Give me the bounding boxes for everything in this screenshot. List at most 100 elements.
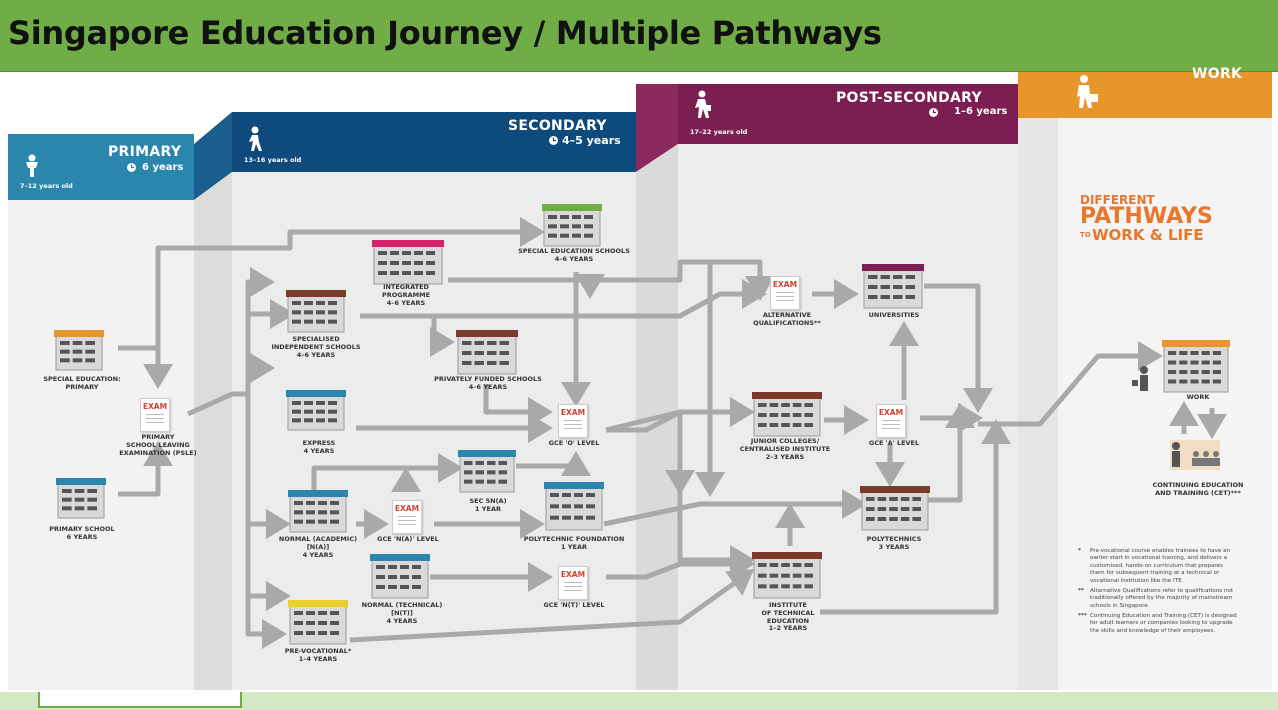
node-sec5na: SEC 5N(A) 1 YEAR [469,497,507,513]
primary-clock-icon [127,163,136,172]
cet-people-icon [1170,440,1220,470]
node-integrated: INTEGRATED PROGRAMME 4–6 YEARS [381,283,431,307]
node-work: WORK [1186,393,1210,401]
secondary-years: 4–5 years [562,134,621,147]
arrow-private-to-o [483,384,553,427]
node-psle: PRIMARY SCHOOL LEAVING EXAMINATION (PSLE… [119,433,197,457]
node-pre-vocational: PRE-VOCATIONAL* 1–4 YEARS [284,647,352,663]
worker-with-briefcase-icon [1077,75,1098,108]
arrow-integrated-to-uni [448,259,775,301]
node-special-ed-schools: SPECIAL EDUCATION SCHOOLS 4–6 YEARS [518,247,630,263]
pathway-arrows [118,217,1227,649]
jc-building-icon [752,392,822,437]
footer-bar [0,692,1278,710]
arrow-secondary-to-prevoc [245,596,287,649]
work-city-icon [1162,340,1230,393]
exam-psle: EXAM [140,398,170,432]
node-gce-na: GCE 'N(A)' LEVEL [377,535,439,543]
node-universities: UNIVERSITIES [868,311,920,319]
normal-academic-building-icon [288,490,348,533]
node-jc: JUNIOR COLLEGES/ CENTRALISED INSTITUTE 2… [739,437,831,461]
node-polytechnics: POLYTECHNICS 3 YEARS [866,535,922,551]
post-secondary-label: POST-SECONDARY [836,90,982,106]
arrow-o-to-jc [606,397,755,433]
side-title-work-life: WORK & LIFE [1092,226,1204,244]
buildings-layer [54,204,1230,645]
post-secondary-band: POST-SECONDARY 1–6 years 17–22 years old [678,84,1018,144]
footnotes: *Pre-vocational course enables trainees … [1078,548,1238,638]
poly-foundation-building-icon [544,482,604,531]
special-ed-schools-building-icon [542,204,602,247]
primary-school-building-icon [56,478,106,519]
specialised-building-icon [286,290,346,333]
node-gce-nt: GCE 'N(T)' LEVEL [543,601,605,609]
arrow-specialised-to-uni [360,279,767,319]
secondary-label: SECONDARY [508,118,607,134]
worker-icon [1132,366,1148,391]
footnote: ***Continuing Education and Training (CE… [1078,613,1237,634]
primary-age: 7–12 years old [20,182,73,190]
arrow-sec5-to-o [516,451,591,476]
node-specialised: SPECIALISED INDEPENDENT SCHOOLS 4–6 YEAR… [271,335,361,359]
page-title: Singapore Education Journey / Multiple P… [8,14,882,52]
footnote: **Alternative Qualifications refer to qu… [1078,587,1234,609]
secondary-clock-icon [549,136,558,145]
secondary-band: SECONDARY 4–5 years 13–16 years old [232,112,636,172]
primary-years: 6 years [142,162,184,173]
exam-alt-qual: EXAM [770,276,800,310]
footer-box [38,692,242,708]
arrow-prevoc-to-ite [349,569,755,643]
post-secondary-age: 17–22 years old [690,128,748,136]
prevoc-building-icon [288,600,348,645]
express-building-icon [286,390,346,431]
arrow-pf-to-poly [603,489,867,527]
node-special-ed-primary: SPECIAL EDUCATION: PRIMARY [43,375,121,391]
work-band: WORK [1058,66,1272,118]
exam-gce-nt: EXAM [558,566,588,600]
node-express: EXPRESS 4 YEARS [302,439,336,455]
polytechnics-building-icon [860,486,930,531]
ite-building-icon [752,552,822,599]
node-normal-technical: NORMAL (TECHNICAL) [N(T)] 4 YEARS [361,601,443,625]
primary-band: PRIMARY 6 years 7–12 years old [8,134,194,200]
arrow-ite-out [820,419,1011,615]
side-title-pathways: PATHWAYS [1080,204,1213,229]
footnote: *Pre-vocational course enables trainees … [1078,548,1231,584]
post-secondary-clock-icon [929,108,938,117]
private-building-icon [456,330,518,375]
node-privately-funded: PRIVATELY FUNDED SCHOOLS 4–6 YEARS [434,375,542,391]
walking-student-icon [249,126,262,151]
arrow-poly-out [928,403,975,503]
title-bar: Singapore Education Journey / Multiple P… [0,0,1278,72]
arrow-to-work [978,341,1163,427]
post-secondary-years: 1–6 years [954,106,1008,117]
node-alt-qual: ALTERNATIVE QUALIFICATIONS** [753,311,821,327]
node-poly-foundation: POLYTECHNIC FOUNDATION 1 YEAR [523,535,625,551]
node-ite: INSTITUTE OF TECHNICAL EDUCATION 1–2 YEA… [761,601,815,633]
student-with-bag-icon [695,90,711,118]
exam-gce-o: EXAM [558,404,588,438]
node-gce-o: GCE 'O' LEVEL [548,439,600,447]
work-label: WORK [1192,66,1243,82]
arrow-uni-out [924,283,993,413]
arrow-primary-to-psle [118,441,173,497]
integrated-building-icon [372,240,444,285]
sec5-building-icon [458,450,516,493]
exam-gce-na: EXAM [392,500,422,534]
node-gce-a: GCE 'A' LEVEL [868,439,920,447]
universities-building-icon [862,264,924,309]
normal-technical-building-icon [370,554,430,599]
arrow-nt-exam-to-ite [606,549,755,580]
secondary-age: 13–16 years old [244,156,302,164]
exam-gce-a: EXAM [876,404,906,438]
node-normal-academic: NORMAL (ACADEMIC) [N(A)] 4 YEARS [278,535,358,559]
education-pathways-diagram: PRIMARY 6 years 7–12 years old SECONDARY… [0,66,1278,692]
special-ed-primary-building-icon [54,330,104,371]
child-icon [26,154,38,177]
node-cet: CONTINUING EDUCATION AND TRAINING (CET)*… [1152,481,1244,497]
arrow-normal-to-o-cross [311,453,463,490]
node-primary-school: PRIMARY SCHOOL 6 YEARS [49,525,115,541]
primary-label: PRIMARY [108,144,182,160]
side-title-different: DIFFERENT [1080,193,1155,207]
side-title-to: TO [1080,231,1091,239]
